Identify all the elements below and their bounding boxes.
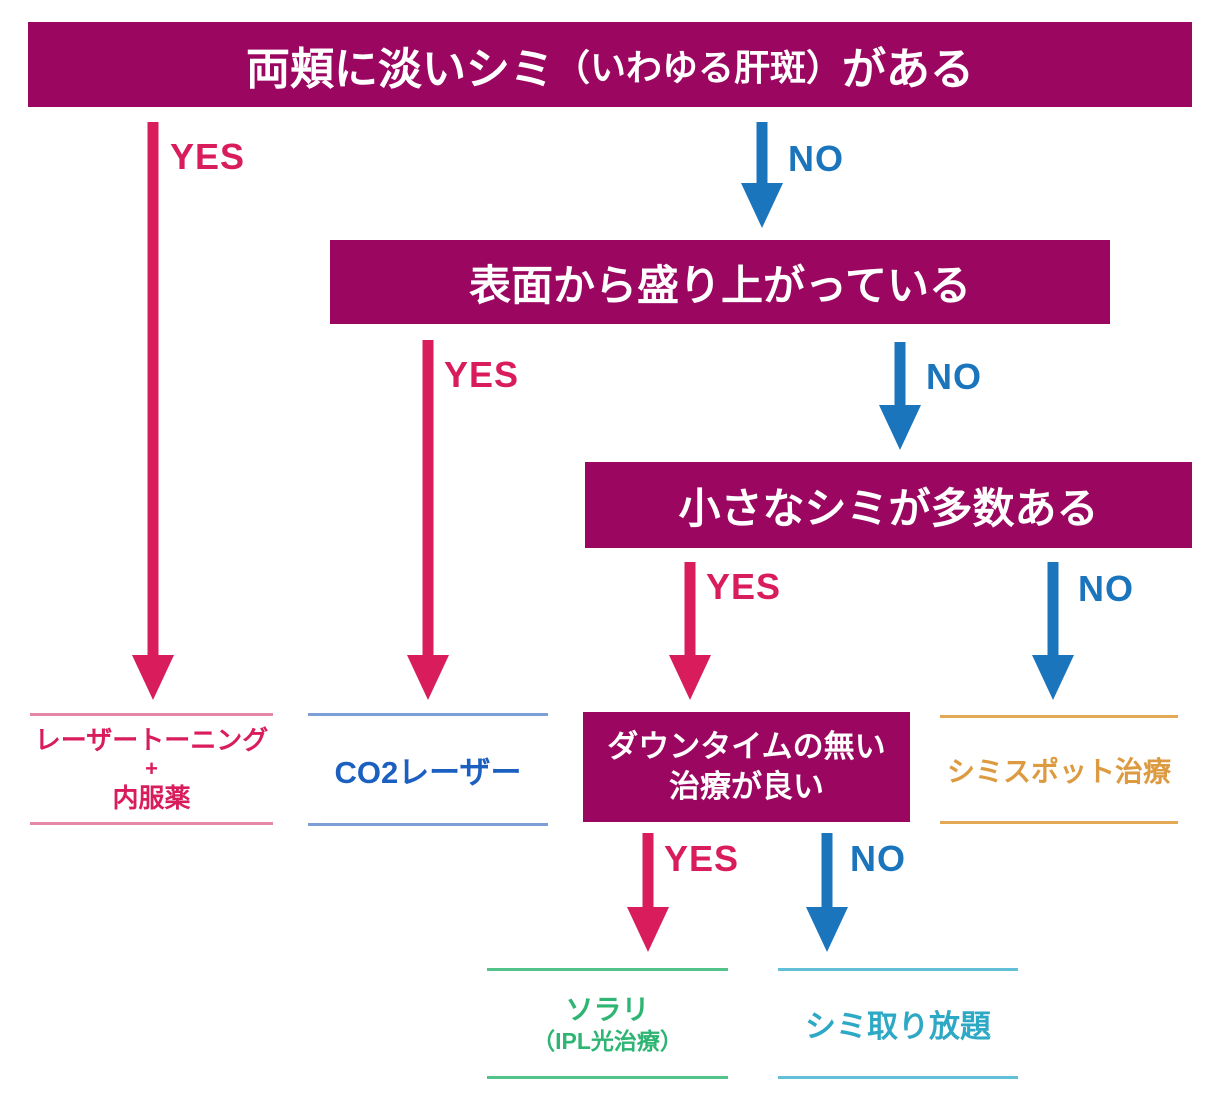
no-arrow-from-q4 [806,833,848,952]
result-laser-toning: レーザートーニング + 内服薬 [30,713,273,825]
arrow-shaft [147,122,159,659]
result-text-line2: （IPL光治療） [532,1027,683,1054]
arrow-head-icon [806,907,848,952]
arrow-head-icon [879,405,921,450]
plus-sign: + [145,756,158,781]
result-text: シミ取り放題 [805,1009,991,1044]
arrow-head-icon [741,183,783,228]
no-label-q4: NO [850,838,906,879]
arrow-shaft [684,562,696,659]
yes-arrow-from-q1 [132,122,174,700]
no-arrow-from-q2 [879,342,921,450]
yes-label-q2: YES [444,354,520,395]
result-text-line3: 内服薬 [112,783,191,813]
no-label-q2: NO [926,356,982,397]
no-label-q3: NO [1078,568,1134,609]
result-spot-treatment: シミスポット治療 [940,715,1178,824]
arrow-shaft [894,342,906,409]
question-text: 表面から盛り上がっている [469,261,971,309]
result-co2-laser: CO2レーザー [308,713,548,826]
yes-arrow-from-q3 [669,562,711,700]
result-text: シミスポット治療 [946,755,1171,787]
result-text-line1: レーザートーニング [34,725,269,755]
question-banner-melasma: 両頬に淡いシミ（いわゆる肝斑）がある [28,22,1192,107]
yes-arrow-from-q4 [627,833,669,952]
question-text-tail: がある [842,44,974,94]
no-label-q1: NO [788,138,844,179]
arrow-shaft [642,833,654,911]
arrow-shaft [821,833,833,911]
arrow-head-icon [1032,655,1074,700]
question-banner-no-downtime: ダウンタイムの無い 治療が良い [583,712,910,822]
question-banner-many-small-spots: 小さなシミが多数ある [585,462,1192,548]
question-text-line2: 治療が良い [669,769,824,804]
question-text: 小さなシミが多数ある [678,484,1099,532]
no-arrow-from-q3 [1032,562,1074,700]
yes-label-q3: YES [706,566,782,607]
arrow-head-icon [132,655,174,700]
arrow-head-icon [407,655,449,700]
question-text-main: 両頬に淡いシミ [245,44,554,94]
arrow-shaft [422,340,434,659]
arrow-shaft [1047,562,1059,659]
arrow-head-icon [627,907,669,952]
result-solari-ipl: ソラリ （IPL光治療） [487,968,728,1079]
question-text-line1: ダウンタイムの無い [607,729,886,764]
result-unlimited-removal: シミ取り放題 [778,968,1018,1079]
yes-label-q1: YES [170,136,246,177]
question-banner-raised-surface: 表面から盛り上がっている [330,240,1110,324]
arrow-shaft [756,122,768,187]
arrow-head-icon [669,655,711,700]
no-arrow-from-q1 [741,122,783,228]
result-text: CO2レーザー [334,755,522,790]
yes-label-q4: YES [664,838,740,879]
result-text-line1: ソラリ [565,993,650,1025]
yes-arrow-from-q2 [407,340,449,700]
question-text-paren: （いわゆる肝斑） [553,46,842,88]
